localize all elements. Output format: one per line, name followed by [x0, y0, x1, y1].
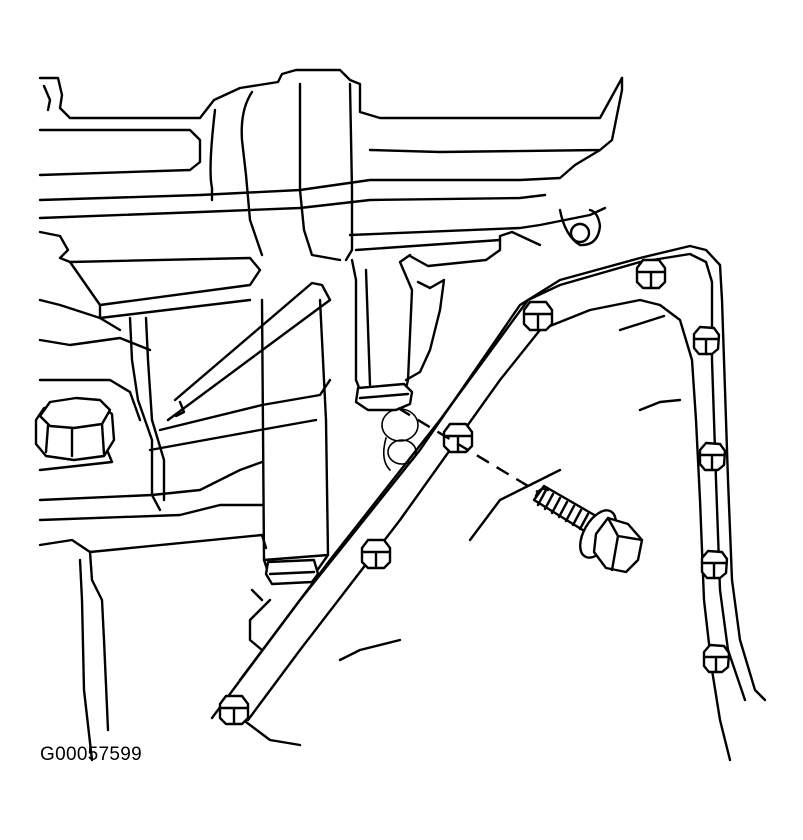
installation-path-line: [397, 406, 549, 500]
hex-bolt-icon: [522, 300, 554, 332]
hex-bolt-icon: [218, 694, 250, 726]
figure-id-label: G00057599: [40, 744, 143, 765]
hex-bolt-icon: [360, 538, 392, 570]
engine-block-drawing: [38, 68, 624, 762]
flange-bolt-icon: [532, 484, 644, 574]
hex-bolt-icon: [635, 258, 667, 290]
hex-bolt-icon: [698, 441, 727, 472]
pan-bolts: [218, 258, 731, 726]
hex-bolt-icon: [34, 396, 116, 462]
hex-bolt-icon: [692, 325, 721, 356]
hex-bolt-icon: [700, 549, 729, 580]
oil-pan-drawing: [210, 244, 767, 762]
hex-bolt-icon: [702, 643, 731, 674]
hex-bolt-icon: [442, 422, 474, 454]
